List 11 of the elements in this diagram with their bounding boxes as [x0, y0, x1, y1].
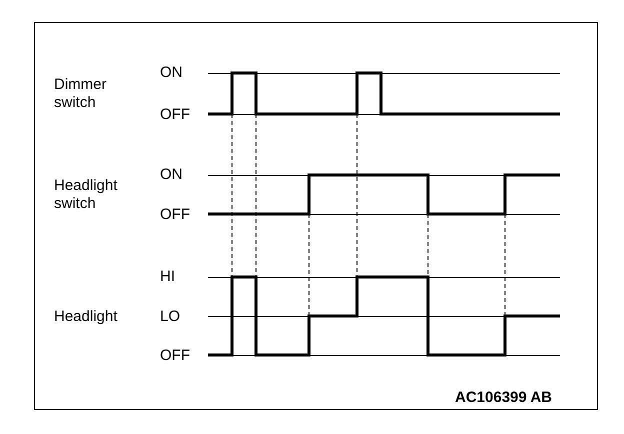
signal-label: Headlight switch [54, 177, 118, 213]
state-label: ON [160, 166, 182, 184]
state-label: OFF [160, 347, 190, 365]
figure-code: AC106399 AB [455, 389, 552, 407]
signal-label: Headlight [54, 308, 118, 326]
state-label: OFF [160, 106, 190, 124]
state-label: HI [160, 268, 175, 286]
signal-label: Dimmer switch [54, 76, 108, 112]
state-label: OFF [160, 206, 190, 224]
state-label: ON [160, 64, 182, 82]
state-label: LO [160, 308, 180, 326]
